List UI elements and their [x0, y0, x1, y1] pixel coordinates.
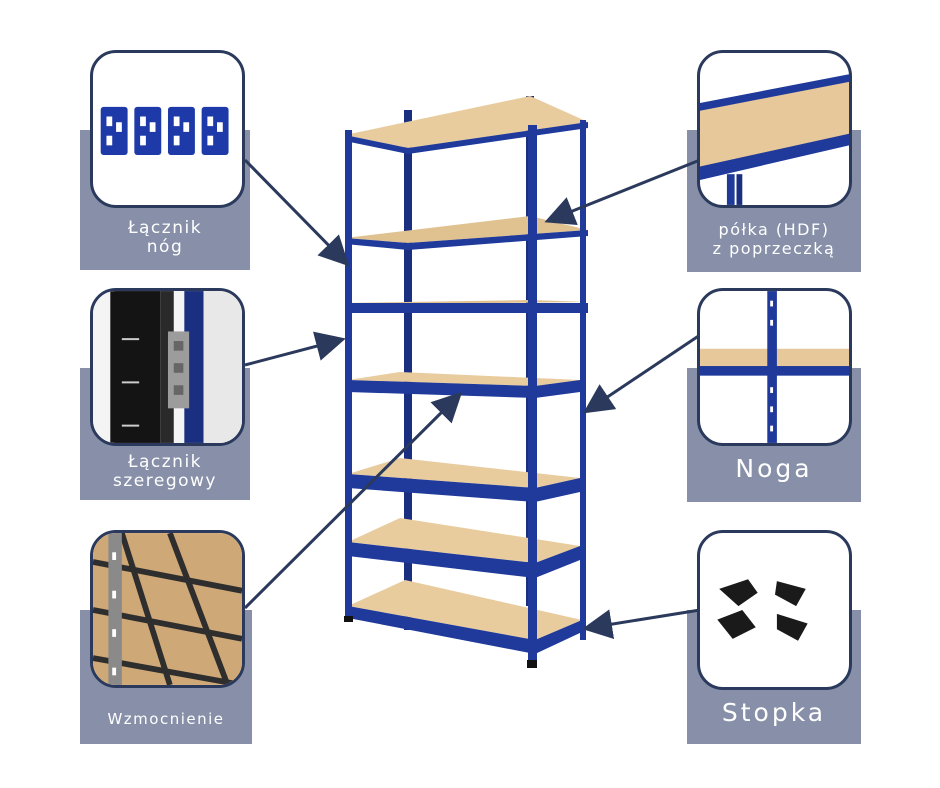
- shelf-hdf-label: półka (HDF) z poprzeczką: [712, 220, 836, 258]
- reinforcement-beams-icon: [93, 533, 242, 685]
- foot-label: Stopka: [721, 698, 827, 728]
- shelf-hdf-detail: [697, 50, 852, 208]
- leg-detail: [697, 288, 852, 446]
- arrow-leg: [583, 333, 701, 414]
- shelf-beam: [348, 606, 582, 654]
- foot-cap: [344, 616, 353, 622]
- plastic-foot-icon: [717, 579, 808, 641]
- row-connector-label: Łącznik szeregowy: [113, 451, 217, 492]
- shelf-beam: [345, 230, 588, 250]
- shelf-board: [348, 458, 580, 488]
- leg-connector-clips-icon: [100, 106, 229, 155]
- shelf-board: [348, 580, 582, 640]
- arrow-foot: [582, 608, 701, 640]
- arrow-shelf-hdf: [544, 158, 701, 226]
- shelf-beam: [348, 542, 580, 578]
- leg-label: Noga: [735, 454, 813, 484]
- shelf-board: [345, 96, 588, 148]
- shelf-board: [348, 372, 580, 386]
- back-left-upright: [404, 110, 412, 630]
- upright-leg-icon: [700, 291, 849, 443]
- arrow-reinforcement: [243, 391, 463, 610]
- reinforcement-detail: [90, 530, 245, 688]
- shelf-beam: [348, 474, 580, 502]
- arrow-leg-connector: [243, 158, 350, 267]
- leg-connector-detail: [90, 50, 245, 208]
- shelving-unit: [344, 96, 588, 668]
- leg-connector-label: Łącznik nóg: [127, 217, 203, 258]
- foot-detail: [697, 530, 852, 690]
- arrow-row-connector: [244, 331, 346, 367]
- shelf-beam: [345, 303, 588, 313]
- front-right-upright: [528, 125, 537, 665]
- foot-cap: [527, 660, 537, 668]
- row-connector-detail: [90, 288, 245, 446]
- rear-right-upright: [580, 120, 586, 640]
- shelf-beam: [348, 380, 580, 398]
- hdf-shelf-corner-icon: [700, 74, 849, 205]
- shelf-board: [345, 216, 588, 243]
- shelf-boards: [345, 96, 588, 654]
- shelf-board: [348, 518, 580, 563]
- row-connector-plate-icon: [93, 291, 242, 443]
- front-left-upright: [345, 130, 352, 622]
- reinforcement-label: Wzmocnienie: [107, 709, 225, 728]
